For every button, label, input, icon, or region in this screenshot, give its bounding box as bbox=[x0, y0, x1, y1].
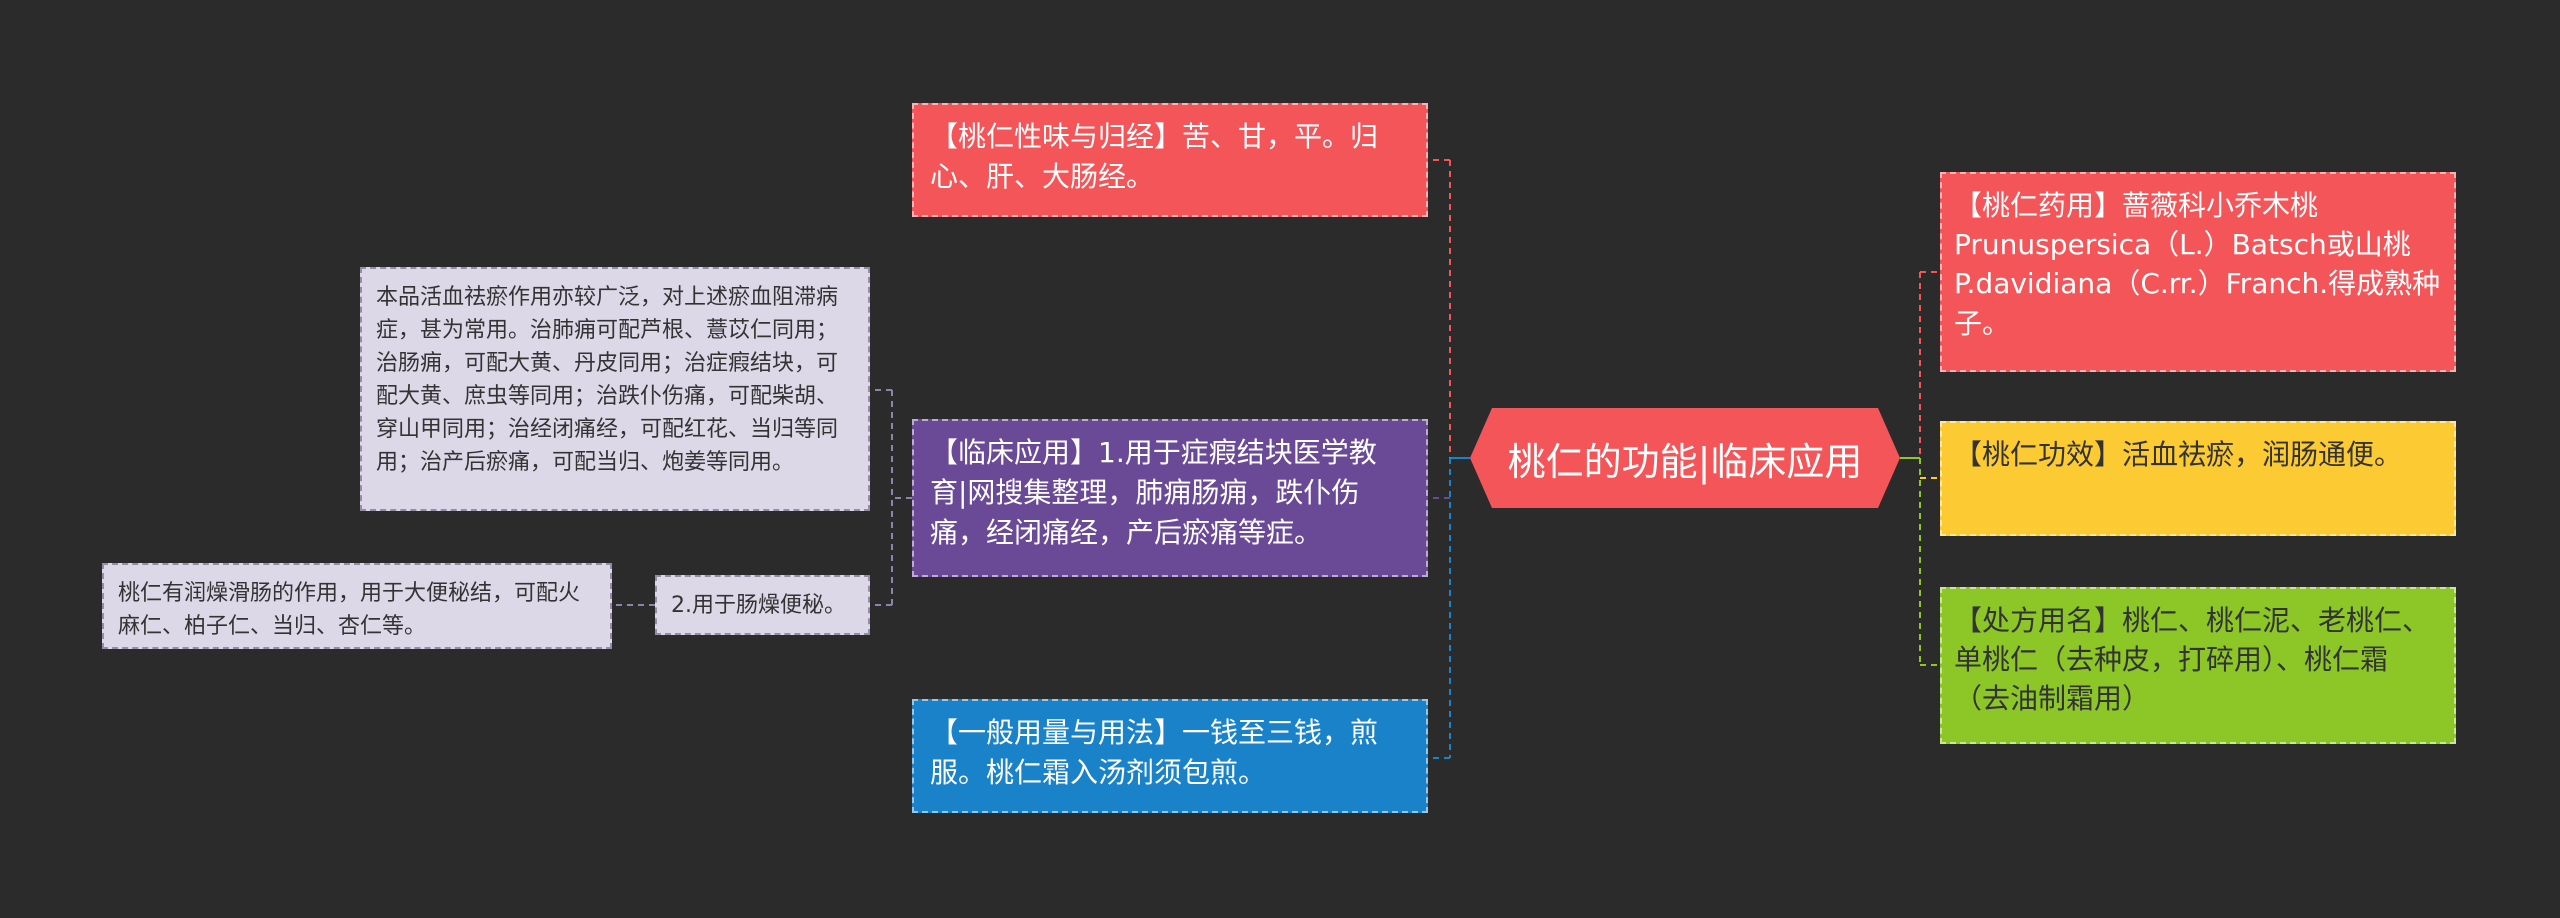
node-xingwei[interactable]: 【桃仁性味与归经】苦、甘，平。归心、肝、大肠经。 bbox=[912, 103, 1428, 217]
node-linchuang[interactable]: 【临床应用】1.用于症瘕结块医学教育|网搜集整理，肺痈肠痈，跌仆伤痛，经闭痛经，… bbox=[912, 419, 1428, 577]
connector-clinical-children bbox=[870, 389, 912, 606]
node-yaoyong[interactable]: 【桃仁药用】蔷薇科小乔木桃Prunuspersica（L.）Batsch或山桃P… bbox=[1940, 172, 2456, 372]
root-title: 桃仁的功能|临床应用 bbox=[1507, 439, 1863, 484]
node-gongxiao[interactable]: 【桃仁功效】活血祛瘀，润肠通便。 bbox=[1940, 421, 2456, 536]
node-item2[interactable]: 2.用于肠燥便秘。 bbox=[655, 575, 870, 635]
node-chufang[interactable]: 【处方用名】桃仁、桃仁泥、老桃仁、单桃仁（去种皮，打碎用）、桃仁霜（去油制霜用） bbox=[1940, 587, 2456, 744]
node-chufang-text: 【处方用名】桃仁、桃仁泥、老桃仁、单桃仁（去种皮，打碎用）、桃仁霜（去油制霜用） bbox=[1954, 604, 2431, 716]
node-clinical-detail-text: 本品活血祛瘀作用亦较广泛，对上述瘀血阻滞病症，甚为常用。治肺痈可配芦根、薏苡仁同… bbox=[376, 285, 839, 475]
node-item2-detail[interactable]: 桃仁有润燥滑肠的作用，用于大便秘结，可配火麻仁、柏子仁、当归、杏仁等。 bbox=[102, 563, 612, 649]
node-item2-detail-text: 桃仁有润燥滑肠的作用，用于大便秘结，可配火麻仁、柏子仁、当归、杏仁等。 bbox=[118, 581, 581, 639]
node-item2-text: 2.用于肠燥便秘。 bbox=[671, 593, 846, 618]
node-gongxiao-text: 【桃仁功效】活血祛瘀，润肠通便。 bbox=[1954, 438, 2403, 471]
root-node[interactable]: 桃仁的功能|临床应用 bbox=[1470, 408, 1900, 508]
node-yongliang[interactable]: 【一般用量与用法】一钱至三钱，煎服。桃仁霜入汤剂须包煎。 bbox=[912, 699, 1428, 813]
node-xingwei-text: 【桃仁性味与归经】苦、甘，平。归心、肝、大肠经。 bbox=[930, 120, 1379, 193]
node-clinical-detail[interactable]: 本品活血祛瘀作用亦较广泛，对上述瘀血阻滞病症，甚为常用。治肺痈可配芦根、薏苡仁同… bbox=[360, 267, 870, 511]
node-yaoyong-text: 【桃仁药用】蔷薇科小乔木桃Prunuspersica（L.）Batsch或山桃P… bbox=[1954, 189, 2441, 340]
node-yongliang-text: 【一般用量与用法】一钱至三钱，煎服。桃仁霜入汤剂须包煎。 bbox=[930, 716, 1379, 789]
node-linchuang-text: 【临床应用】1.用于症瘕结块医学教育|网搜集整理，肺痈肠痈，跌仆伤痛，经闭痛经，… bbox=[930, 436, 1377, 549]
